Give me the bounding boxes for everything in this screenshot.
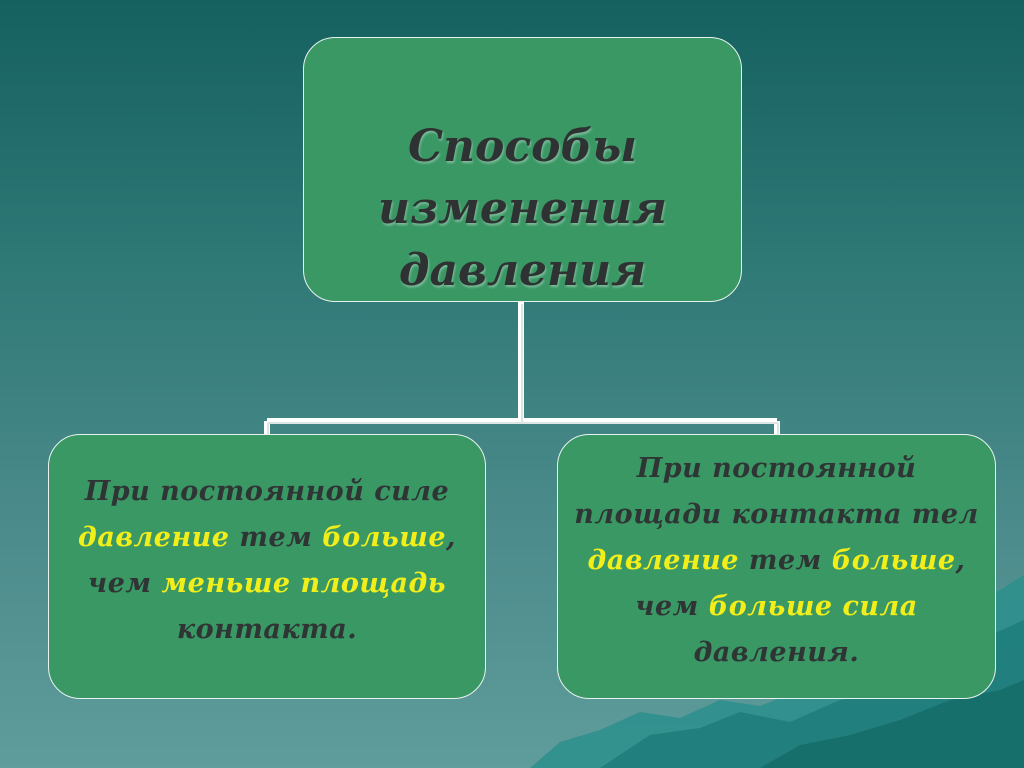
branch-node-constant-area: При постоянной площади контакта тел давл… [557, 434, 996, 699]
highlighted-term: меньше площадь [161, 567, 447, 599]
branch-node-text: При постоянной площади контакта тел давл… [574, 446, 979, 676]
text-segment: тем [738, 544, 832, 576]
highlighted-term: больше [322, 521, 447, 553]
text-segment: контакта. [176, 613, 358, 645]
text-segment: тем [229, 521, 323, 553]
text-segment: , [446, 521, 456, 553]
branch-node-constant-force: При постоянной силе давление тем больше,… [48, 434, 486, 699]
text-line: площади контакта тел [574, 492, 979, 538]
text-segment: При постоянной [636, 452, 917, 484]
text-segment: , [955, 544, 966, 576]
highlighted-term: больше сила [708, 590, 918, 622]
text-segment: чем [635, 590, 709, 622]
text-line: При постоянной силе [78, 469, 456, 515]
text-line: чем больше сила [574, 584, 979, 630]
root-node-title: Способы изменения давления [378, 116, 667, 302]
text-line: контакта. [78, 607, 456, 653]
text-line: чем меньше площадь [78, 561, 456, 607]
text-segment: При постоянной силе [84, 475, 450, 507]
highlighted-term: давление [587, 544, 739, 576]
text-segment: площади контакта тел [574, 498, 979, 530]
highlighted-term: больше [831, 544, 956, 576]
root-title-line-2: изменения [377, 183, 668, 234]
text-segment: давления. [693, 636, 860, 668]
root-title-line-3: давления [398, 245, 647, 296]
root-title-line-1: Способы [407, 121, 638, 172]
text-line: давление тем больше, [78, 515, 456, 561]
root-node-pressure-methods: Способы изменения давления [303, 37, 742, 302]
text-line: давления. [574, 630, 979, 676]
text-line: давление тем больше, [574, 538, 979, 584]
branch-node-text: При постоянной силе давление тем больше,… [78, 469, 456, 653]
highlighted-term: давление [78, 521, 230, 553]
text-segment: чем [87, 567, 162, 599]
text-line: При постоянной [574, 446, 979, 492]
